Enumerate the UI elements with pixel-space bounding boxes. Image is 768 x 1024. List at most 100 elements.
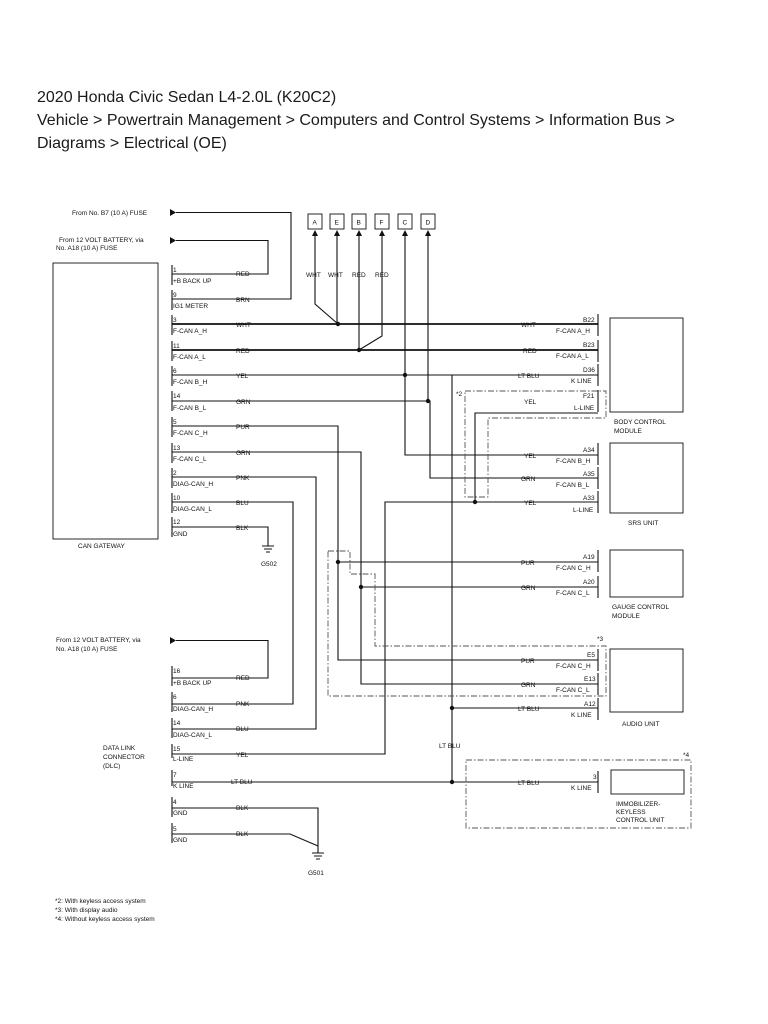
gauge-pin-num: A19 bbox=[583, 554, 595, 561]
srs-label: SRS UNIT bbox=[628, 520, 658, 527]
ground-g501: G501 bbox=[308, 870, 324, 877]
immob-pin-color: LT BLU bbox=[518, 780, 540, 787]
connector-c-label: C bbox=[403, 220, 408, 227]
dlc-label-3: (DLC) bbox=[103, 763, 120, 770]
dlc-pin-color: BLK bbox=[236, 831, 249, 838]
connector-c-box bbox=[397, 213, 413, 230]
srs-pin-color: YEL bbox=[524, 453, 537, 460]
cg-pin-num: 11 bbox=[173, 343, 180, 350]
srs-pin-color: GRN bbox=[521, 476, 536, 483]
source-battery-1a: From 12 VOLT BATTERY, via bbox=[59, 237, 144, 244]
footnote-4: *4: Without keyless access system bbox=[55, 916, 155, 923]
cg-pin-num: 10 bbox=[173, 495, 181, 502]
cg-pin-num: 2 bbox=[173, 470, 177, 477]
dlc-pin-num: 4 bbox=[173, 799, 177, 806]
bcm-pin-num: B23 bbox=[583, 342, 595, 349]
immob-label-3: CONTROL UNIT bbox=[616, 817, 665, 824]
immobilizer-box bbox=[610, 769, 685, 795]
can-gateway-pins: 1 +B BACK UP RED 9 IG1 METER BRN 3 F-CAN… bbox=[173, 267, 251, 538]
cg-pin-color: BLK bbox=[236, 525, 249, 532]
dlc-label-1: DATA LINK bbox=[103, 745, 136, 752]
connector-group: A E B F C D bbox=[307, 213, 436, 230]
srs-pins: A34 F-CAN B_H YEL A35 F-CAN B_L GRN A33 … bbox=[521, 447, 595, 514]
gauge-box bbox=[609, 549, 684, 598]
audio-pin-name: F-CAN C_H bbox=[556, 663, 591, 670]
bcm-pin-num: D36 bbox=[583, 367, 595, 374]
breadcrumb-line-1: Vehicle > Powertrain Management > Comput… bbox=[37, 112, 675, 129]
arrow-icon bbox=[312, 230, 318, 236]
bcm-pin-color: WHT bbox=[521, 322, 536, 329]
immob-pin-name: K LINE bbox=[571, 785, 592, 792]
arrow-icon bbox=[170, 237, 176, 244]
dlc-pin-name: DIAG-CAN_L bbox=[173, 732, 212, 739]
cg-pin-name: IG1 METER bbox=[173, 303, 208, 310]
bcm-pin-color: RED bbox=[523, 348, 537, 355]
audio-pin-name: K LINE bbox=[571, 712, 592, 719]
bcm-pin-name: K LINE bbox=[571, 378, 592, 385]
source-battery-2a: From 12 VOLT BATTERY, via bbox=[56, 637, 141, 644]
gauge-pin-num: A20 bbox=[583, 579, 595, 586]
gauge-label-1: GAUGE CONTROL bbox=[612, 604, 669, 611]
dlc-pin-num: 15 bbox=[173, 746, 181, 753]
source-battery-2b: No. A18 (10 A) FUSE bbox=[56, 646, 118, 653]
footnote-2: *2: With keyless access system bbox=[55, 898, 146, 905]
srs-pin-num: A34 bbox=[583, 447, 595, 454]
dlc-pin-num: 6 bbox=[173, 694, 177, 701]
cg-pin-color: GRN bbox=[236, 450, 251, 457]
bcm-pin-name: F-CAN A_H bbox=[556, 328, 590, 335]
dlc-pin-color: LT BLU bbox=[231, 779, 253, 786]
gauge-pin-name: F-CAN C_H bbox=[556, 565, 591, 572]
audio-label: AUDIO UNIT bbox=[622, 721, 660, 728]
connector-b-label: B bbox=[357, 220, 361, 227]
dlc-pin-color: YEL bbox=[236, 752, 249, 759]
immob-pin-num: 3 bbox=[593, 774, 597, 781]
page-title: 2020 Honda Civic Sedan L4-2.0L (K20C2) bbox=[37, 89, 337, 106]
bcm-pin-color: YEL bbox=[524, 399, 537, 406]
audio-box bbox=[609, 648, 684, 713]
dlc-pin-num: 7 bbox=[173, 772, 177, 779]
can-gateway-label: CAN GATEWAY bbox=[78, 543, 125, 550]
arrow-icon bbox=[170, 637, 176, 644]
srs-pin-num: A33 bbox=[583, 495, 595, 502]
bcm-pin-color: LT BLU bbox=[518, 373, 540, 380]
connector-b-box bbox=[351, 213, 367, 230]
srs-pin-color: YEL bbox=[524, 500, 537, 507]
dlc-label-2: CONNECTOR bbox=[103, 754, 145, 761]
srs-pin-name: F-CAN B_H bbox=[556, 458, 591, 465]
wire-color-e: WHT bbox=[328, 272, 343, 279]
cg-pin-num: 14 bbox=[173, 393, 181, 400]
cg-pin-color: YEL bbox=[236, 373, 249, 380]
dlc-pins: 16 +B BACK UP RED 6 DIAG-CAN_H PNK 14 DI… bbox=[173, 668, 253, 844]
arrow-icon bbox=[170, 209, 176, 216]
gauge-pin-color: GRN bbox=[521, 585, 536, 592]
gauge-pin-name: F-CAN C_L bbox=[556, 590, 590, 597]
dlc-pin-name: L-LINE bbox=[173, 756, 194, 763]
audio-pin-color: LT BLU bbox=[518, 706, 540, 713]
cg-pin-num: 6 bbox=[173, 368, 177, 375]
cg-pin-name: DIAG-CAN_L bbox=[173, 506, 212, 513]
option-mark-4: *4 bbox=[683, 752, 690, 759]
arrow-icon bbox=[379, 230, 385, 236]
gauge-pin-color: PUR bbox=[521, 560, 535, 567]
cg-pin-name: F-CAN B_L bbox=[173, 405, 207, 412]
source-fuse-b7: From No. B7 (10 A) FUSE bbox=[72, 210, 148, 217]
cg-pin-color: BRN bbox=[236, 297, 250, 304]
connector-d-label: D bbox=[426, 220, 431, 227]
can-gateway-box bbox=[52, 262, 159, 540]
arrow-icon bbox=[425, 230, 431, 236]
dlc-pin-name: GND bbox=[173, 810, 188, 817]
wires bbox=[172, 211, 598, 847]
cg-pin-num: 9 bbox=[173, 292, 177, 299]
option-box-keyless bbox=[464, 390, 607, 498]
dlc-pin-color: BLU bbox=[236, 726, 249, 733]
wire-color-a: WHT bbox=[306, 272, 321, 279]
arrow-icon bbox=[402, 230, 408, 236]
breadcrumb-line-2: Diagrams > Electrical (OE) bbox=[37, 135, 227, 152]
cg-pin-name: +B BACK UP bbox=[173, 278, 211, 285]
cg-pin-color: WHT bbox=[236, 322, 251, 329]
cg-pin-color: RED bbox=[236, 348, 250, 355]
option-mark-2: *2 bbox=[456, 391, 463, 398]
dlc-pin-num: 14 bbox=[173, 720, 181, 727]
audio-pin-name: F-CAN C_L bbox=[556, 687, 590, 694]
